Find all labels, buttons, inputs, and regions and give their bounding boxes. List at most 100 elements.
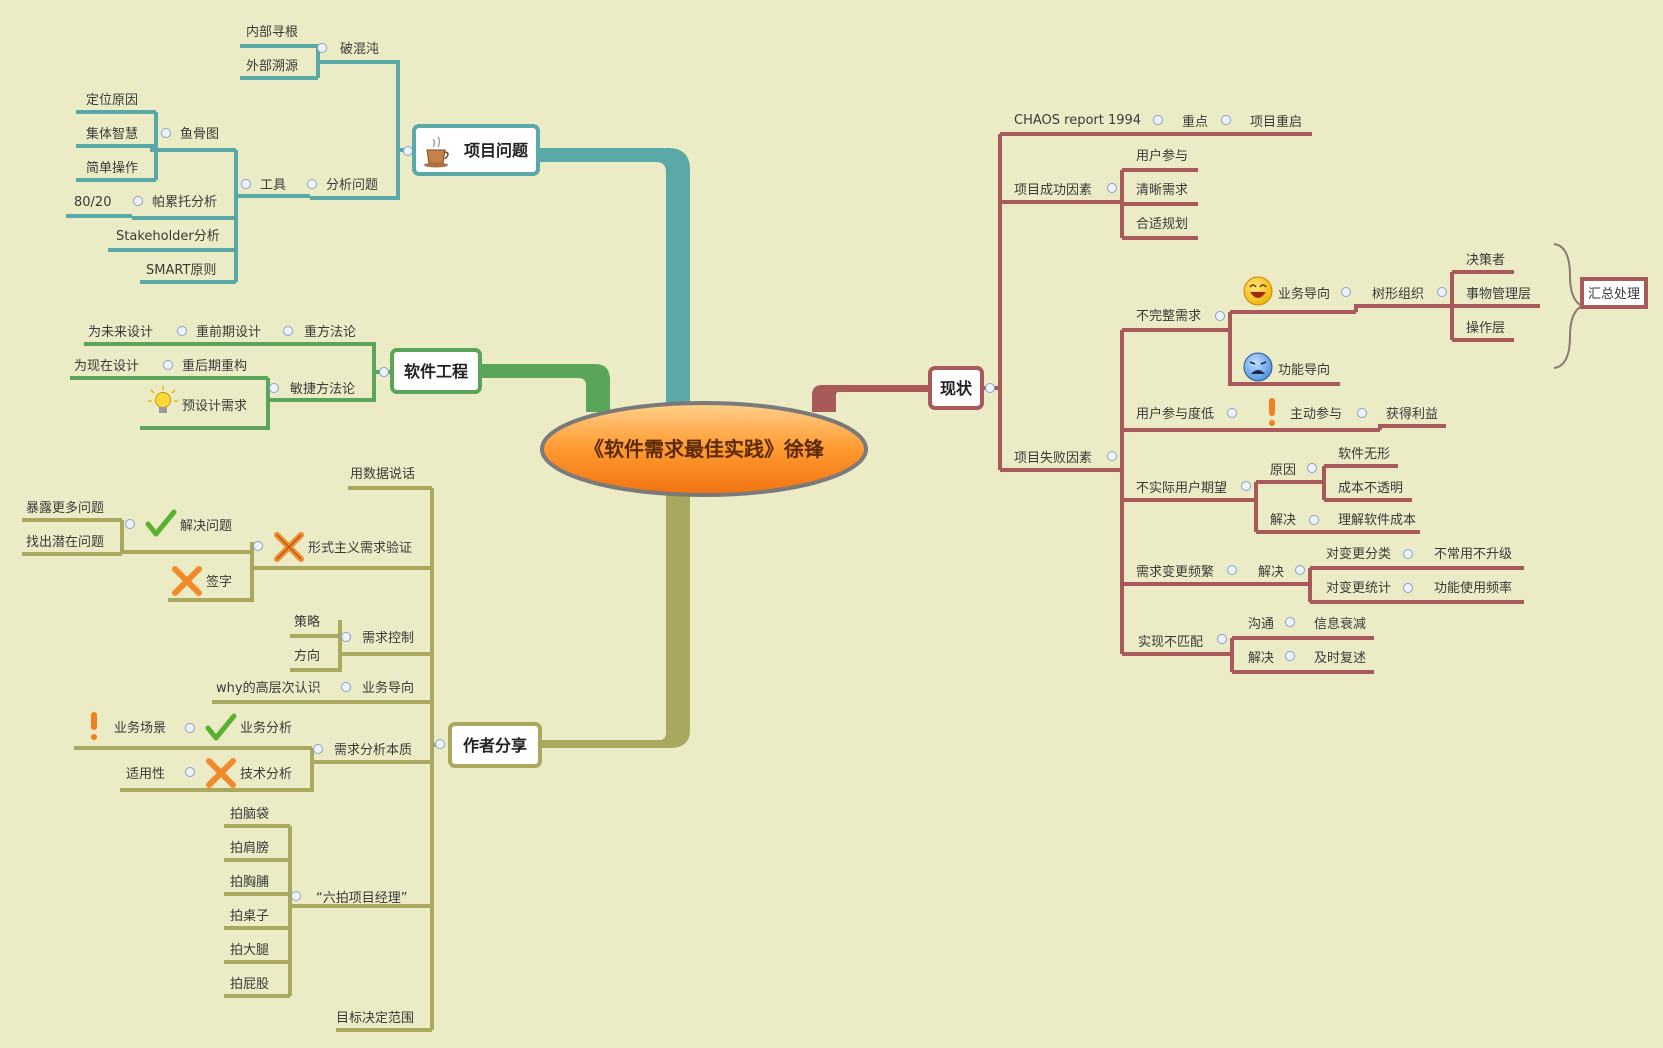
node-label[interactable]: 为未来设计: [88, 325, 153, 340]
collapse-toggle[interactable]: [1403, 549, 1413, 559]
collapse-toggle[interactable]: [253, 541, 263, 551]
collapse-toggle[interactable]: [317, 43, 327, 53]
node-label[interactable]: 清晰需求: [1136, 183, 1188, 198]
collapse-toggle[interactable]: [133, 196, 143, 206]
node-label[interactable]: 解决: [1270, 513, 1296, 528]
node-label[interactable]: 对变更分类: [1326, 546, 1391, 562]
collapse-toggle[interactable]: [1403, 583, 1413, 593]
node-label[interactable]: 用户参与度低: [1136, 406, 1214, 422]
collapse-toggle[interactable]: [177, 326, 187, 336]
node-label[interactable]: 解决: [1258, 565, 1284, 580]
collapse-toggle[interactable]: [241, 179, 251, 189]
collapse-toggle[interactable]: [161, 128, 171, 138]
node-label[interactable]: 决策者: [1466, 252, 1505, 268]
collapse-toggle[interactable]: [1153, 115, 1163, 125]
collapse-toggle[interactable]: [379, 367, 389, 377]
node-label[interactable]: 业务导向: [362, 680, 414, 696]
node-label[interactable]: 重前期设计: [196, 324, 261, 340]
node-label[interactable]: 为现在设计: [74, 359, 139, 374]
node-label[interactable]: “六拍项目经理”: [316, 891, 407, 906]
node-label[interactable]: 外部溯源: [246, 58, 298, 74]
node-label[interactable]: 事物管理层: [1466, 287, 1531, 302]
collapse-toggle[interactable]: [313, 744, 323, 754]
node-label[interactable]: 不实际用户期望: [1136, 480, 1227, 496]
node-label[interactable]: 80/20: [74, 195, 111, 210]
node-label[interactable]: 成本不透明: [1338, 481, 1403, 496]
topic-project-issues[interactable]: 项目问题: [412, 124, 540, 176]
node-label[interactable]: 简单操作: [86, 160, 138, 176]
collapse-toggle[interactable]: [1285, 651, 1295, 661]
node-label[interactable]: 需求控制: [362, 631, 414, 646]
node-label[interactable]: CHAOS report 1994: [1014, 113, 1141, 128]
collapse-toggle[interactable]: [1227, 565, 1237, 575]
node-label[interactable]: 拍桌子: [230, 909, 269, 924]
topic-software-engineering[interactable]: 软件工程: [390, 348, 482, 394]
collapse-toggle[interactable]: [125, 519, 135, 529]
node-label[interactable]: 定位原因: [86, 93, 138, 108]
node-label[interactable]: 解决问题: [180, 519, 232, 534]
node-label[interactable]: 内部寻根: [246, 24, 298, 40]
node-label[interactable]: 敏捷方法论: [290, 381, 355, 397]
collapse-toggle[interactable]: [985, 383, 995, 393]
node-label[interactable]: 树形组织: [1372, 287, 1424, 302]
node-label[interactable]: 实现不匹配: [1138, 635, 1203, 650]
collapse-toggle[interactable]: [1217, 634, 1227, 644]
node-label[interactable]: 需求变更频繁: [1136, 564, 1214, 580]
node-label[interactable]: 用户参与: [1136, 148, 1188, 164]
node-label[interactable]: 功能导向: [1278, 362, 1330, 378]
node-label[interactable]: 理解软件成本: [1338, 513, 1416, 528]
collapse-toggle[interactable]: [1437, 287, 1447, 297]
topic-status[interactable]: 现状: [928, 366, 984, 410]
node-label[interactable]: 预设计需求: [182, 399, 247, 414]
collapse-toggle[interactable]: [435, 739, 445, 749]
node-label[interactable]: 项目失败因素: [1014, 451, 1092, 466]
node-label[interactable]: 业务场景: [114, 720, 166, 736]
node-label[interactable]: 工具: [260, 178, 286, 193]
collapse-toggle[interactable]: [1107, 183, 1117, 193]
collapse-toggle[interactable]: [269, 383, 279, 393]
node-label[interactable]: 解决: [1248, 651, 1274, 666]
collapse-toggle[interactable]: [185, 767, 195, 777]
collapse-toggle[interactable]: [291, 891, 301, 901]
collapse-toggle[interactable]: [341, 632, 351, 642]
collapse-toggle[interactable]: [1107, 451, 1117, 461]
node-label[interactable]: 签字: [206, 574, 232, 590]
collapse-toggle[interactable]: [1221, 115, 1231, 125]
node-label[interactable]: 破混沌: [340, 42, 379, 57]
node-label[interactable]: 用数据说话: [350, 467, 415, 482]
node-label[interactable]: SMART原则: [146, 263, 216, 278]
collapse-toggle[interactable]: [1295, 565, 1305, 575]
node-label[interactable]: 原因: [1270, 463, 1296, 478]
collapse-toggle[interactable]: [1227, 408, 1237, 418]
node-label[interactable]: 业务导向: [1278, 286, 1330, 302]
collapse-toggle[interactable]: [185, 723, 195, 733]
node-label[interactable]: 重方法论: [304, 324, 356, 340]
collapse-toggle[interactable]: [341, 682, 351, 692]
node-label[interactable]: 拍肩膀: [230, 840, 269, 856]
node-label[interactable]: 拍屁股: [230, 977, 269, 992]
collapse-toggle[interactable]: [1309, 515, 1319, 525]
node-label[interactable]: 找出潜在问题: [26, 535, 104, 550]
node-label[interactable]: 重点: [1182, 114, 1208, 130]
node-label[interactable]: 方向: [294, 648, 320, 664]
node-label[interactable]: 分析问题: [326, 178, 378, 193]
node-label[interactable]: 适用性: [126, 767, 165, 782]
collapse-toggle[interactable]: [1241, 481, 1251, 491]
node-label[interactable]: 功能使用频率: [1434, 580, 1512, 596]
node-label[interactable]: 获得利益: [1386, 406, 1438, 422]
collapse-toggle[interactable]: [1285, 617, 1295, 627]
node-label[interactable]: 帕累托分析: [152, 195, 217, 210]
collapse-toggle[interactable]: [163, 360, 173, 370]
node-label[interactable]: 操作层: [1466, 320, 1505, 336]
node-label[interactable]: 合适规划: [1136, 217, 1188, 232]
node-label[interactable]: 拍脑袋: [230, 807, 269, 822]
collapse-toggle[interactable]: [307, 179, 317, 189]
node-label[interactable]: 重后期重构: [182, 358, 247, 374]
node-label[interactable]: 对变更统计: [1326, 580, 1391, 596]
node-label[interactable]: Stakeholder分析: [116, 229, 220, 244]
node-label[interactable]: 不常用不升级: [1434, 547, 1512, 562]
central-topic[interactable]: 《软件需求最佳实践》徐锋: [540, 401, 868, 497]
collapse-toggle[interactable]: [1307, 463, 1317, 473]
collapse-toggle[interactable]: [283, 326, 293, 336]
node-label[interactable]: 形式主义需求验证: [308, 540, 412, 556]
